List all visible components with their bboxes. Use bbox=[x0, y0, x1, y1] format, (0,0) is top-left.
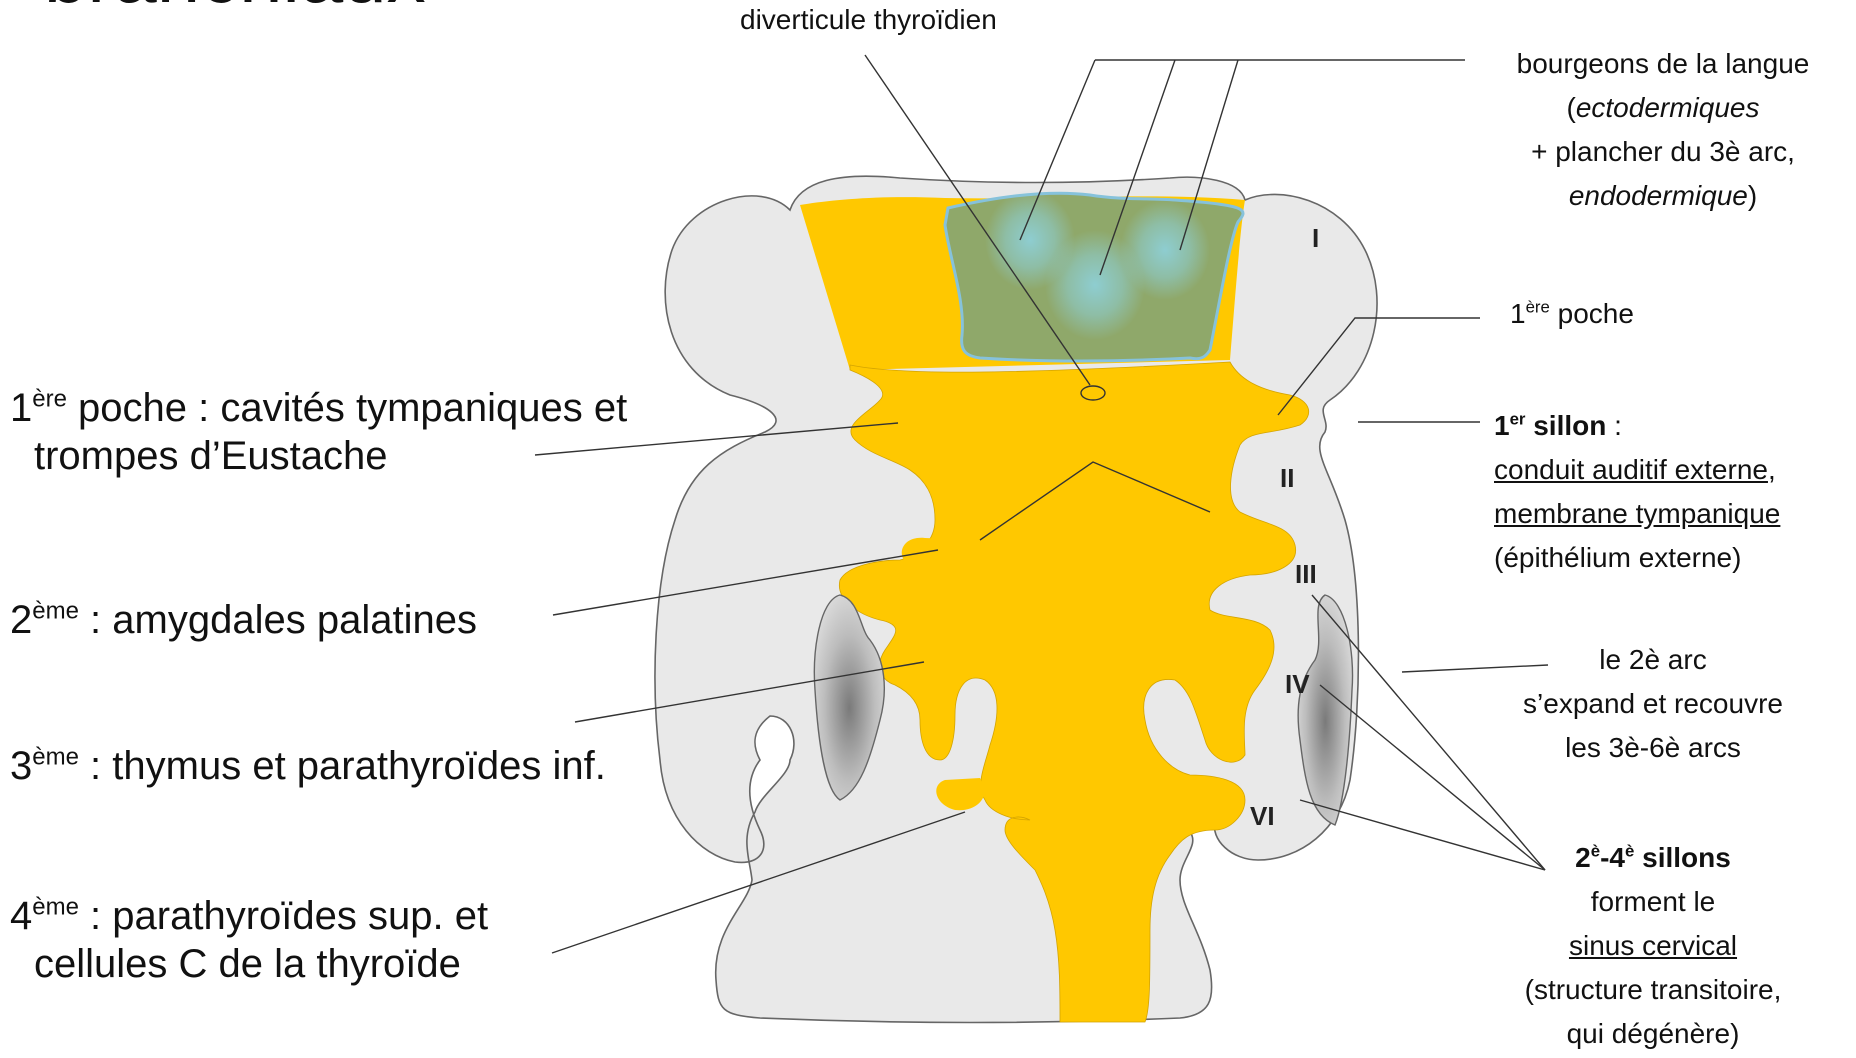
tongue-label-line2: (ectodermiques bbox=[1478, 86, 1848, 130]
tongue-label-line1: bourgeons de la langue bbox=[1478, 42, 1848, 86]
second-pouch-label: 2ème : amygdales palatines bbox=[10, 596, 477, 644]
second-arch-line2: s’expand et recouvre bbox=[1478, 682, 1828, 726]
first-pouch-line2: trompes d’Eustache bbox=[10, 432, 627, 480]
first-groove-line2: conduit auditif externe, bbox=[1494, 448, 1780, 492]
second-arch-line1: le 2è arc bbox=[1478, 638, 1828, 682]
tongue-label-line3: + plancher du 3è arc, bbox=[1478, 130, 1848, 174]
first-groove-line4: (épithélium externe) bbox=[1494, 536, 1780, 580]
grooves-2-4-label: 2è-4è sillons forment le sinus cervical … bbox=[1478, 836, 1828, 1056]
first-pouch-left-label: 1ère poche : cavités tympaniques et trom… bbox=[10, 384, 627, 480]
thyroid-diverticulum-label: diverticule thyroïdien bbox=[740, 4, 997, 36]
arc-label-III: III bbox=[1295, 559, 1317, 589]
tongue-spot-right bbox=[1120, 200, 1210, 300]
tongue-label-line4: endodermique) bbox=[1478, 174, 1848, 218]
arc-label-VI: VI bbox=[1250, 801, 1275, 831]
grooves-line1: 2è-4è sillons bbox=[1478, 836, 1828, 880]
grooves-line4: (structure transitoire, bbox=[1478, 968, 1828, 1012]
second-arch-label: le 2è arc s’expand et recouvre les 3è-6è… bbox=[1478, 638, 1828, 770]
first-groove-line1: 1er sillon : bbox=[1494, 404, 1780, 448]
third-pouch-label: 3ème : thymus et parathyroïdes inf. bbox=[10, 742, 606, 790]
arc-label-II: II bbox=[1280, 463, 1294, 493]
first-pouch-line1: 1ère poche : cavités tympaniques et bbox=[10, 384, 627, 432]
arc-label-I: I bbox=[1312, 223, 1319, 253]
fourth-pouch-line2: cellules C de la thyroïde bbox=[10, 940, 488, 988]
fourth-pouch-label: 4ème : parathyroïdes sup. et cellules C … bbox=[10, 892, 488, 988]
first-pouch-right-label: 1ère poche bbox=[1510, 298, 1634, 330]
fourth-pouch-line1: 4ème : parathyroïdes sup. et bbox=[10, 892, 488, 940]
grooves-line3: sinus cervical bbox=[1478, 924, 1828, 968]
first-groove-label: 1er sillon : conduit auditif externe, me… bbox=[1494, 404, 1780, 580]
tongue-buds-label: bourgeons de la langue (ectodermiques + … bbox=[1478, 42, 1848, 218]
second-arch-line3: les 3è-6è arcs bbox=[1478, 726, 1828, 770]
first-groove-line3: membrane tympanique bbox=[1494, 492, 1780, 536]
grooves-line5: qui dégénère) bbox=[1478, 1012, 1828, 1056]
grooves-line2: forment le bbox=[1478, 880, 1828, 924]
arc-label-IV: IV bbox=[1285, 669, 1310, 699]
